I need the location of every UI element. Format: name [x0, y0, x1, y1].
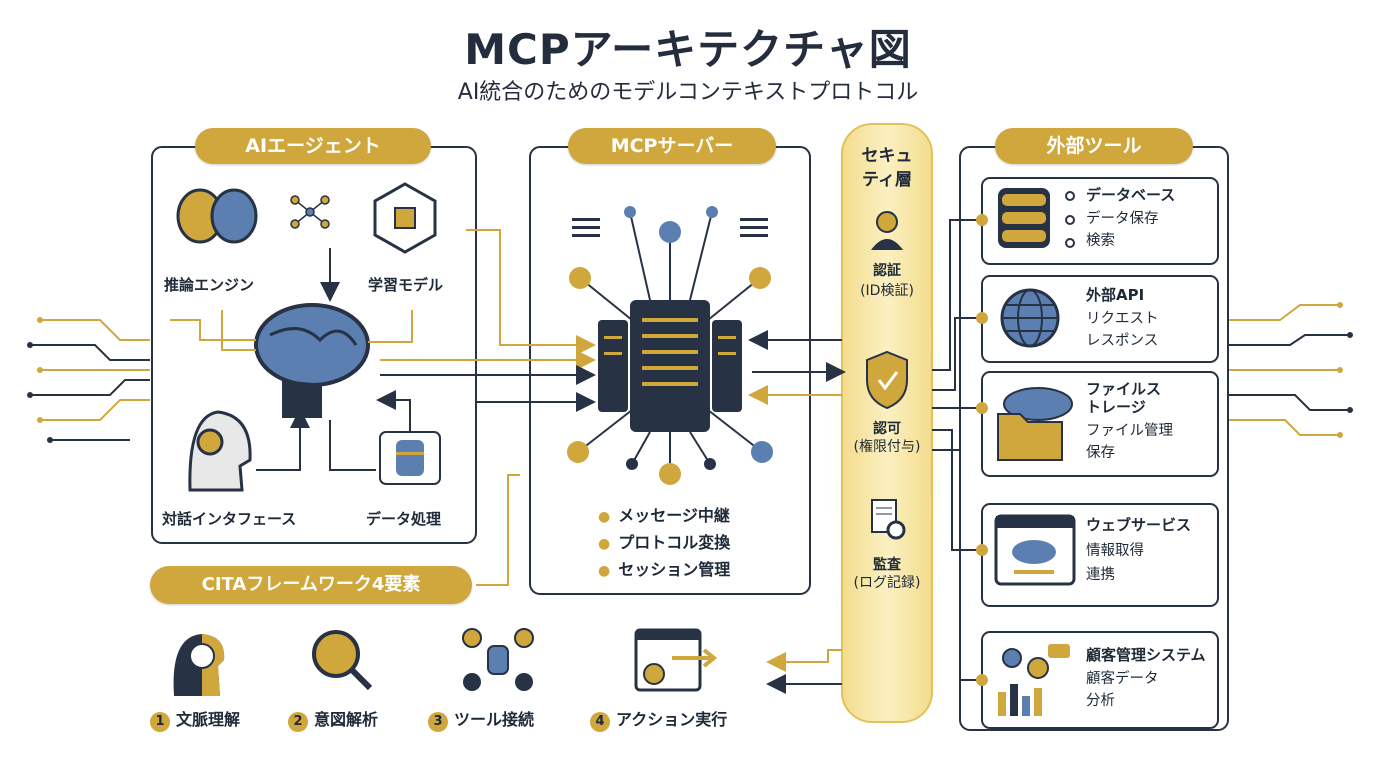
brain-reasoning-icon [176, 188, 258, 244]
folder-cloud-icon [997, 387, 1073, 461]
external-tools-header: 外部ツール [995, 128, 1193, 164]
auth-title: 認証 [873, 263, 901, 279]
tool-line: 情報取得 [1086, 543, 1144, 559]
tool-line: レスポンス [1086, 333, 1159, 349]
network-learning-icon [373, 182, 437, 254]
globe-icon [1000, 288, 1060, 348]
agent-internal-lines [170, 310, 413, 351]
connector-dots [976, 214, 988, 686]
gears-connect-icon [462, 628, 534, 691]
dialog-label: 対話インタフェース [162, 510, 297, 528]
data-processing-icon [379, 431, 441, 485]
server-list-icons [572, 218, 768, 237]
tool-title-storage: ファイルス トレージ [1086, 380, 1162, 416]
neural-network-icon [290, 195, 330, 229]
robot-head-icon [188, 410, 252, 492]
reasoning-label: 推論エンジン [164, 276, 255, 294]
audit-title: 監査 [873, 557, 901, 573]
security-tool-connectors [932, 219, 982, 681]
database-icon [998, 188, 1050, 248]
cita-header: CITAフレームワーク4要素 [150, 566, 472, 604]
tool-title-database: データベース [1086, 186, 1176, 204]
mcp-bullet: ●メッセージ中継 [598, 506, 730, 525]
right-circuit-decoration [1228, 302, 1353, 438]
head-context-icon [173, 634, 225, 696]
left-circuit-decoration [27, 317, 150, 443]
tool-line: 分析 [1086, 693, 1115, 709]
tool-line: 検索 [1086, 233, 1115, 249]
mcp-server-header: MCPサーバー [568, 128, 776, 164]
ai-agent-header: AIエージェント [195, 128, 431, 164]
tool-line: データ保存 [1086, 211, 1159, 227]
mcp-bullet: ●セッション管理 [598, 560, 731, 579]
mcp-bullet: ●プロトコル変換 [598, 533, 731, 552]
tool-line: ファイル管理 [1086, 423, 1173, 439]
browser-action-icon [634, 628, 718, 692]
browser-cloud-icon [994, 514, 1076, 586]
authz-sub: (権限付与) [853, 439, 921, 455]
page-subtitle: AI統合のためのモデルコンテキストプロトコル [457, 80, 919, 105]
authz-title: 認可 [873, 421, 901, 437]
user-auth-icon [871, 211, 903, 250]
audit-sub: (ログ記録) [853, 575, 921, 591]
server-rack-icon [598, 300, 742, 432]
tool-line: 保存 [1086, 445, 1115, 461]
tool-line: 連携 [1086, 567, 1115, 583]
agent-internal-arrows [256, 248, 411, 471]
learning-label: 学習モデル [368, 276, 444, 294]
tool-line: リクエスト [1086, 311, 1159, 327]
tool-line: 顧客データ [1086, 671, 1159, 687]
shield-check-icon [866, 350, 908, 410]
server-node-lines [577, 211, 763, 474]
magnifier-intent-icon [312, 630, 373, 691]
agent-server-flows [380, 229, 596, 586]
server-security-flows [748, 330, 846, 694]
data-label: データ処理 [366, 510, 442, 528]
tool-title-crm: 顧客管理システム [1086, 646, 1206, 664]
tool-bullet-dots [1065, 191, 1075, 248]
auth-sub: (ID検証) [860, 283, 914, 299]
server-nodes [567, 206, 773, 485]
security-layer [841, 123, 933, 723]
crm-chart-icon [998, 644, 1070, 716]
audit-doc-icon [871, 499, 906, 540]
tool-title-api: 外部API [1086, 286, 1145, 304]
tool-title-web: ウェブサービス [1086, 516, 1192, 534]
page-title: MCPアーキテクチャ図 [464, 25, 912, 74]
mcp-bullet-list: ●メッセージ中継 ●プロトコル変換 ●セッション管理 [598, 503, 730, 584]
security-header: セキュ ティ層 [861, 146, 913, 190]
